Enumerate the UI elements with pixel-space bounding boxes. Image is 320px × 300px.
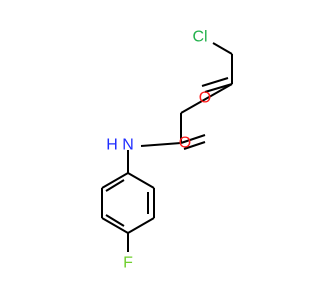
ring-inner-bond-2: [105, 214, 125, 227]
amide-oxygen-label: O: [179, 135, 191, 152]
bond-ketone-double-2: [201, 77, 229, 87]
bond-ketone-double-1: [204, 83, 233, 93]
bond-chlorine-methylene: [212, 42, 233, 55]
ring-bond-4: [101, 217, 129, 234]
nitrogen-label: N: [122, 137, 134, 154]
chlorine-label: Cl: [192, 29, 207, 46]
ketone-oxygen-label: O: [199, 90, 211, 107]
molecule-structure: Cl O O N H F: [0, 0, 300, 300]
bond-amide-nitrogen: [140, 142, 182, 147]
ring-bond-3: [127, 217, 155, 234]
canvas-background: [0, 0, 300, 300]
atom-label-layer: Cl O O N H F: [106, 29, 211, 272]
ring-inner-bond-3: [105, 179, 125, 192]
ring-bond-1: [127, 172, 155, 189]
ring-bond-6: [101, 172, 129, 189]
hydrogen-label: H: [106, 137, 118, 154]
bond-carbonyl-methylene: [180, 83, 233, 114]
bond-layer: [101, 42, 233, 252]
fluorine-label: F: [123, 255, 133, 272]
bond-amide-double-2: [183, 141, 206, 150]
bond-amide-double-1: [180, 134, 206, 144]
